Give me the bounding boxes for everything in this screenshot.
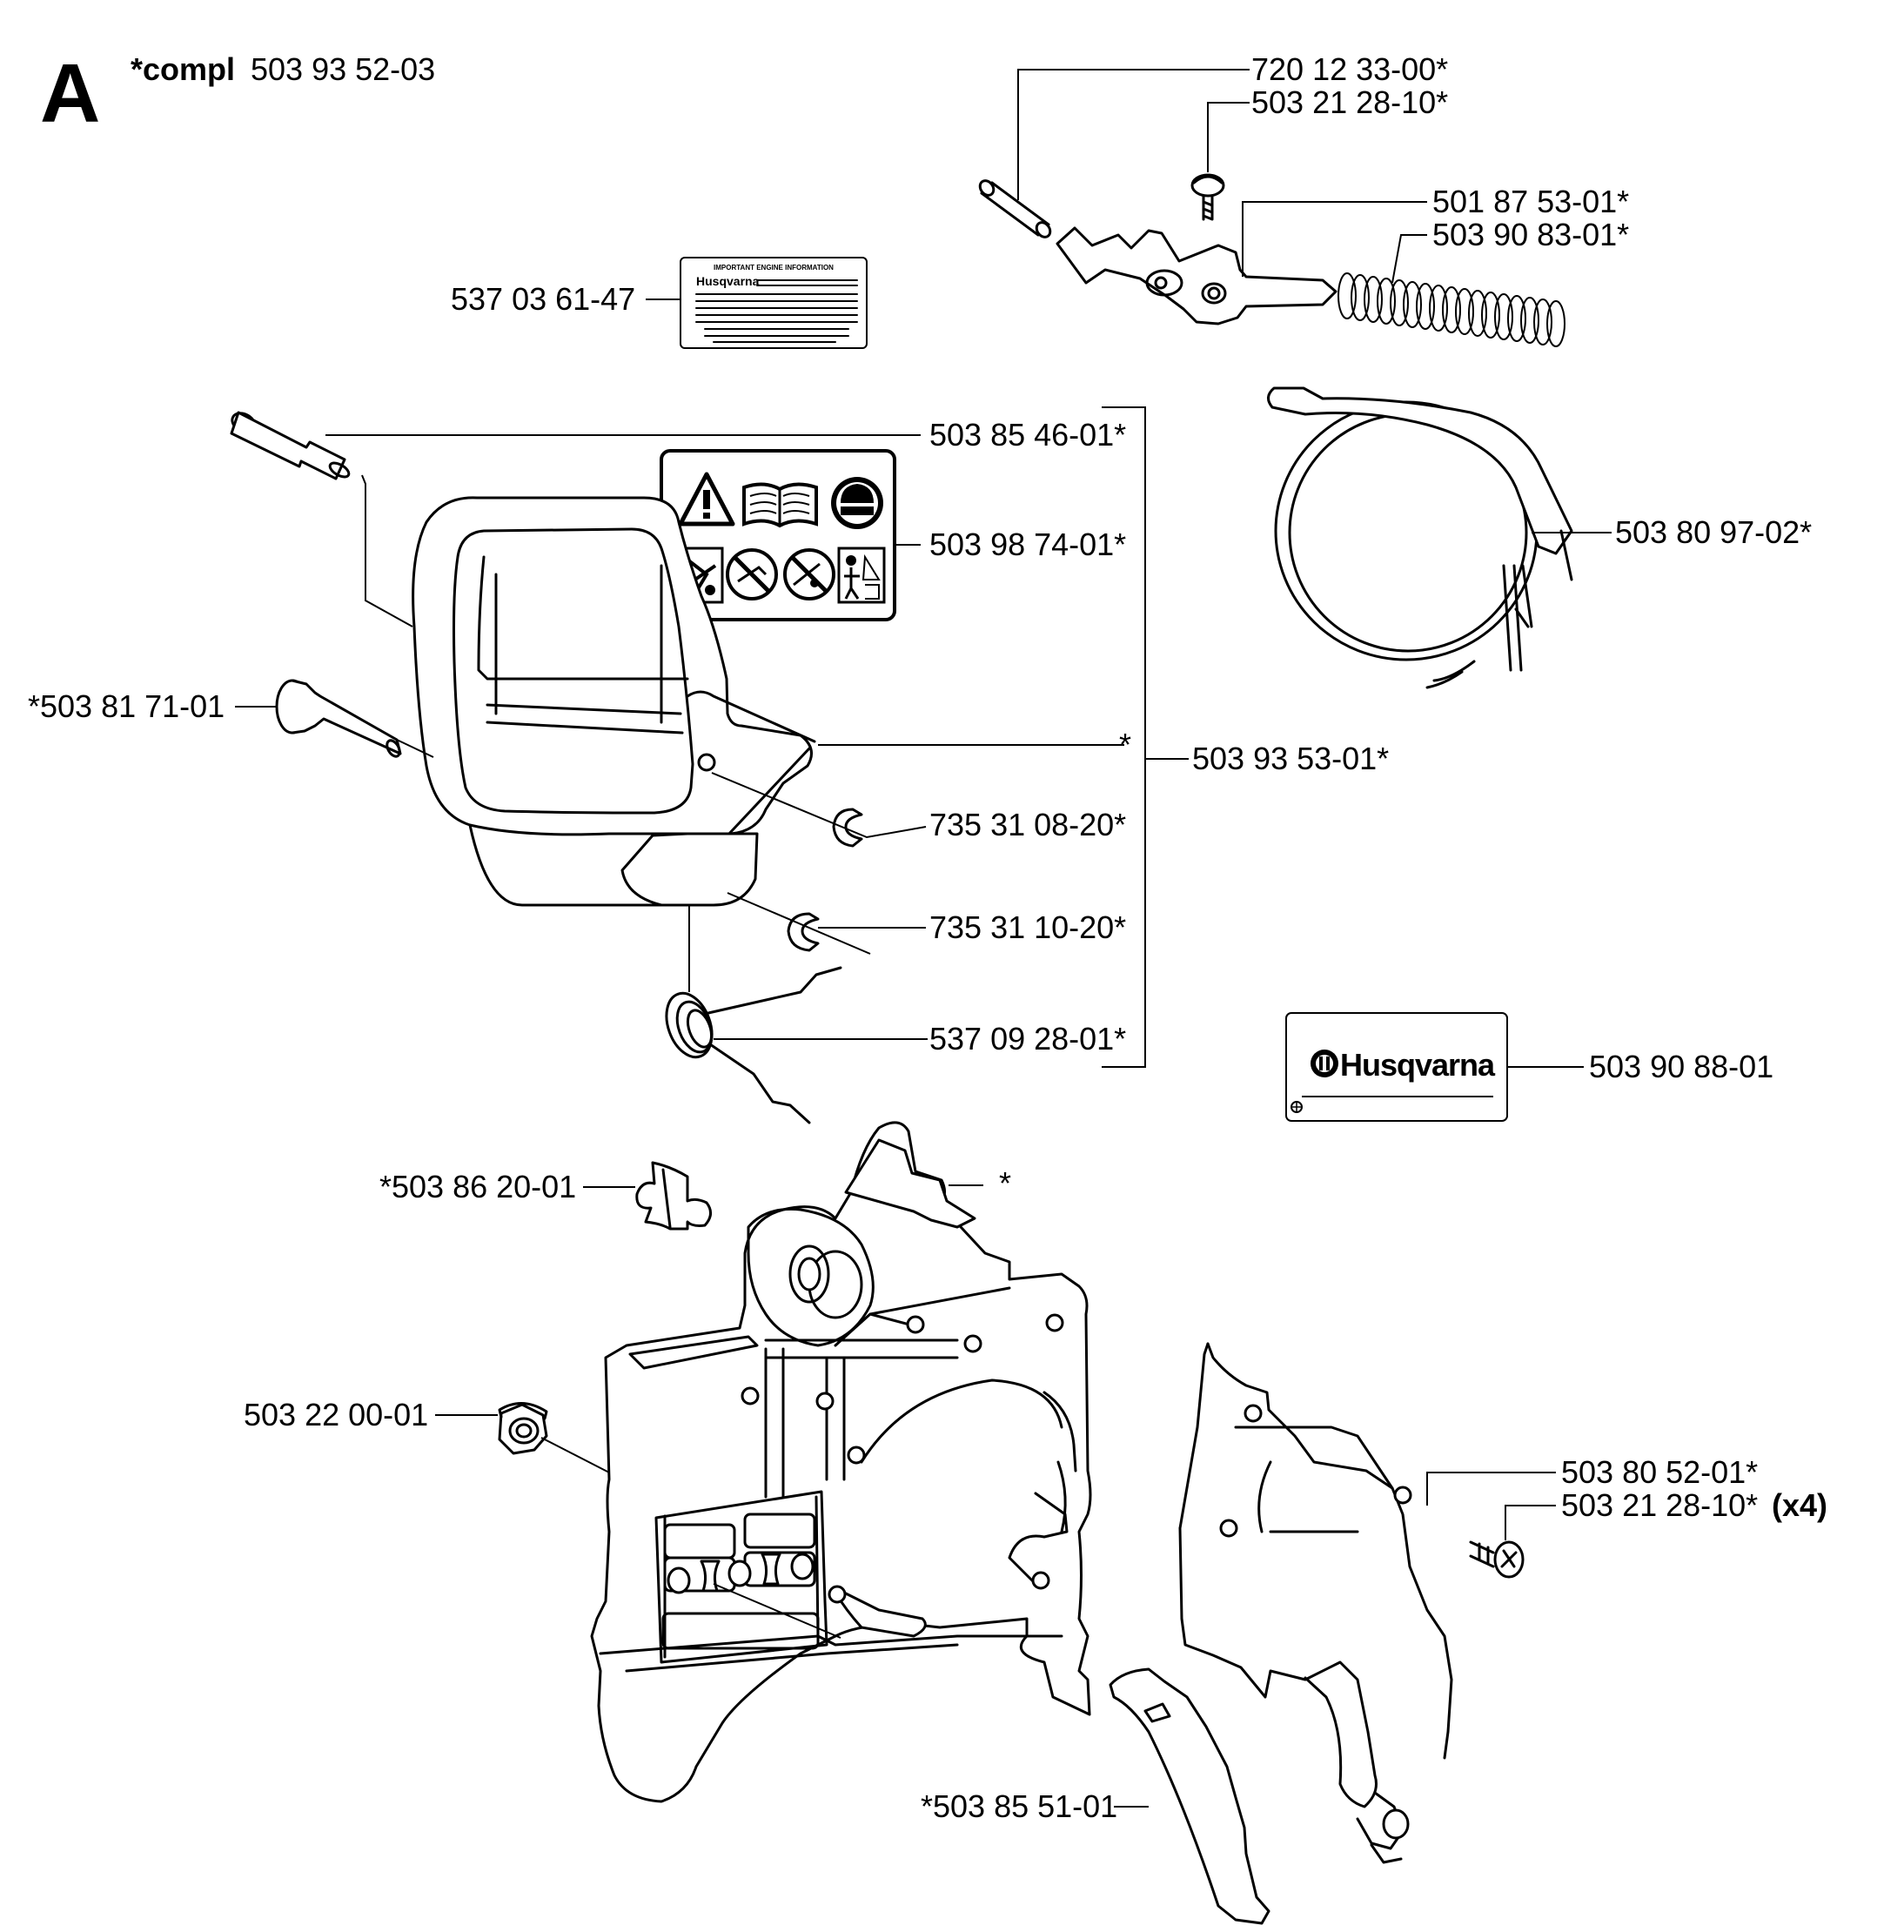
clutch-housing-part <box>590 1121 1092 1803</box>
label-star-guard: * <box>999 1165 1011 1201</box>
clutch-cover-part <box>412 496 816 907</box>
label-503-98-74-01: 503 98 74-01* <box>929 527 1126 562</box>
compl-number: 503 93 52-03 <box>251 51 435 87</box>
engine-info-decal: IMPORTANT ENGINE INFORMATION Husqvarna <box>680 257 868 349</box>
no-tip-contact-icon <box>783 548 835 600</box>
bystander-icon <box>837 547 886 604</box>
leader-503-90-83-01 <box>1391 234 1427 284</box>
bolt-part <box>230 411 351 480</box>
label-503-22-00-01: 503 22 00-01 <box>244 1397 428 1432</box>
label-501-87-53-01: 501 87 53-01* <box>1432 184 1629 219</box>
label-735-31-08-20: 735 31 08-20* <box>929 807 1126 842</box>
screw-bottom-part <box>1469 1540 1525 1579</box>
brake-lever-part <box>1056 226 1337 325</box>
label-720-12-33-00: 720 12 33-00* <box>1251 51 1448 87</box>
no-one-hand-icon <box>726 548 778 600</box>
clutch-guard-part <box>1178 1342 1453 1864</box>
chain-catcher-part <box>1109 1667 1270 1925</box>
spring-part <box>1337 272 1565 347</box>
label-503-93-53-01: 503 93 53-01* <box>1192 741 1389 776</box>
husqvarna-decal: Husqvarna <box>1285 1012 1508 1122</box>
label-star-cover: * <box>1119 727 1131 762</box>
label-503-81-71-01: *503 81 71-01 <box>28 688 225 724</box>
pin-part <box>978 179 1052 238</box>
label-503-90-88-01: 503 90 88-01 <box>1589 1049 1773 1084</box>
group-bracket <box>1102 406 1189 1068</box>
leader-501-87-53-01 <box>1242 201 1427 277</box>
engine-info-title: IMPORTANT ENGINE INFORMATION <box>714 264 834 272</box>
leader-503-21-28-10-bottom <box>1505 1505 1556 1540</box>
label-503-90-83-01: 503 90 83-01* <box>1432 217 1629 252</box>
leader-503-21-28-10-top <box>1207 102 1250 172</box>
flange-nut-part <box>498 1402 548 1455</box>
warning-sticker <box>660 449 896 621</box>
brand-name: Husqvarna <box>1340 1047 1496 1083</box>
label-503-21-28-10-top: 503 21 28-10* <box>1251 84 1448 120</box>
torsion-spring-part <box>665 966 842 1124</box>
manual-book-icon <box>742 482 818 528</box>
label-503-85-46-01: 503 85 46-01* <box>929 417 1126 453</box>
label-503-85-51-01: *503 85 51-01 <box>921 1788 1117 1824</box>
label-503-86-20-01: *503 86 20-01 <box>379 1169 576 1204</box>
e-clip-1-part <box>832 808 863 848</box>
label-503-80-97-02: 503 80 97-02* <box>1615 514 1812 550</box>
label-503-21-28-10-bottom: 503 21 28-10* <box>1561 1487 1758 1523</box>
label-537-09-28-01: 537 09 28-01* <box>929 1021 1126 1057</box>
label-537-03-61-47: 537 03 61-47 <box>451 281 635 317</box>
brake-band-part <box>1267 386 1573 689</box>
leader-503-80-52-01 <box>1426 1472 1556 1506</box>
label-735-31-10-20: 735 31 10-20* <box>929 909 1126 945</box>
compl-prefix: *compl <box>131 51 235 87</box>
helmet-icon <box>831 477 883 529</box>
e-clip-2-part <box>787 912 820 952</box>
husqvarna-crown-icon <box>1311 1050 1338 1077</box>
leader-735-31-08-20 <box>711 772 927 839</box>
label-x4: (x4) <box>1772 1487 1827 1523</box>
shoulder-pin-part <box>275 679 402 758</box>
leader-720-12-33-00 <box>1017 69 1250 200</box>
screw-top-part <box>1190 173 1225 221</box>
section-letter: A <box>40 47 100 140</box>
label-503-80-52-01: 503 80 52-01* <box>1561 1454 1758 1490</box>
engine-info-brand: Husqvarna <box>696 274 760 288</box>
leader-735-31-10-20 <box>727 892 926 955</box>
chain-guide-part <box>635 1161 712 1231</box>
